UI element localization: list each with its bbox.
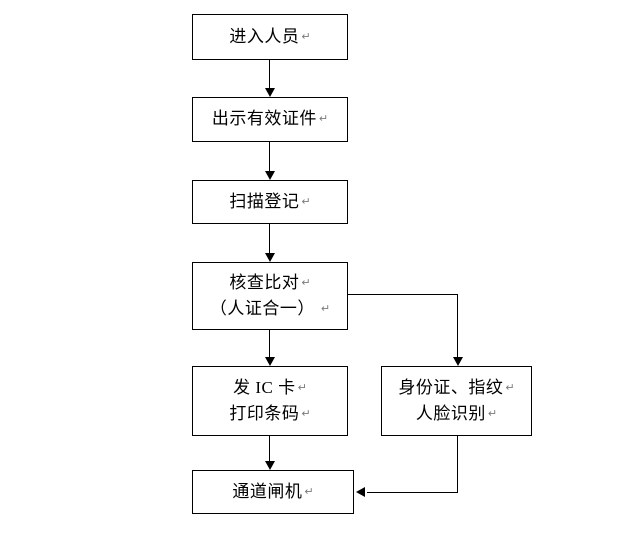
node-show-valid-id[interactable]: 出示有效证件↵ — [192, 97, 348, 142]
node-scan-register-line-1: 扫描登记↵ — [229, 191, 311, 211]
connector-biometric-to-gate-vertical — [457, 436, 458, 492]
connector-biometric-to-gate-arrowhead — [356, 487, 365, 497]
connector-scan-to-verify-line — [269, 224, 270, 253]
node-gate-machine-line-1: 通道闸机↵ — [232, 481, 314, 501]
connector-scan-to-verify-arrowhead — [265, 253, 275, 262]
node-verify-compare-line-2: （人证合一）↵ — [209, 299, 331, 318]
pilcrow-icon: ↵ — [297, 380, 307, 394]
node-verify-compare[interactable]: 核查比对↵ （人证合一）↵ — [192, 262, 348, 330]
node-issue-ic-card[interactable]: 发 IC 卡↵ 打印条码↵ — [192, 366, 348, 436]
connector-card-to-gate-line — [269, 436, 270, 461]
connector-verify-to-card-line — [269, 330, 270, 357]
connector-verify-to-biometric-horizontal — [348, 294, 458, 295]
connector-verify-to-card-arrowhead — [265, 357, 275, 366]
pilcrow-icon: ↵ — [301, 194, 311, 208]
node-issue-ic-card-line-2: 打印条码↵ — [229, 404, 311, 423]
connector-verify-to-biometric-vertical — [457, 294, 458, 357]
pilcrow-icon: ↵ — [301, 29, 311, 43]
node-biometric-recognition[interactable]: 身份证、指纹↵ 人脸识别↵ — [381, 366, 532, 436]
node-biometric-recognition-line-2: 人脸识别↵ — [415, 404, 498, 423]
node-enter-person-line-1: 进入人员↵ — [229, 26, 311, 46]
node-enter-person[interactable]: 进入人员↵ — [192, 14, 348, 60]
connector-show-to-scan-arrowhead — [265, 171, 275, 180]
node-biometric-recognition-line-1: 身份证、指纹↵ — [398, 377, 515, 397]
connector-biometric-to-gate-horizontal — [367, 492, 458, 493]
node-gate-machine[interactable]: 通道闸机↵ — [192, 470, 354, 514]
node-issue-ic-card-line-1: 发 IC 卡↵ — [233, 377, 307, 397]
connector-card-to-gate-arrowhead — [265, 461, 275, 470]
connector-show-to-scan-line — [269, 142, 270, 171]
connector-enter-to-show-arrowhead — [265, 88, 275, 97]
pilcrow-icon: ↵ — [301, 275, 311, 289]
pilcrow-icon: ↵ — [320, 301, 331, 315]
connector-enter-to-show-line — [269, 60, 270, 88]
pilcrow-icon: ↵ — [301, 406, 311, 420]
pilcrow-icon: ↵ — [505, 380, 515, 394]
pilcrow-icon: ↵ — [487, 406, 498, 420]
connector-verify-to-biometric-arrowhead — [453, 357, 463, 366]
node-scan-register[interactable]: 扫描登记↵ — [192, 180, 348, 224]
node-verify-compare-line-1: 核查比对↵ — [229, 272, 311, 292]
node-show-valid-id-line-1: 出示有效证件↵ — [211, 109, 329, 129]
pilcrow-icon: ↵ — [304, 484, 314, 498]
pilcrow-icon: ↵ — [318, 112, 329, 126]
